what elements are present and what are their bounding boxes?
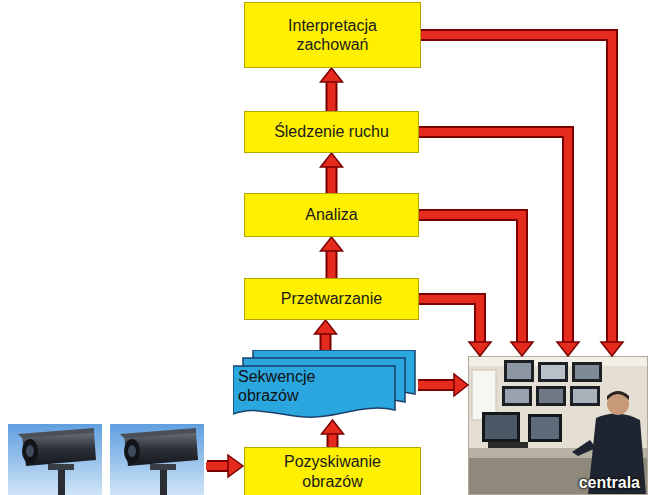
place-label: centrala (579, 473, 640, 492)
arrow-outline (326, 251, 338, 278)
arrow-shaft (419, 132, 568, 342)
flow-arrow (322, 420, 344, 447)
arrow-outline (327, 434, 339, 447)
process-box: Analiza (244, 193, 419, 237)
arrow-shaft (419, 215, 522, 342)
arrow-outline (419, 299, 480, 342)
arrow-head (557, 342, 579, 356)
arrow-head (315, 320, 337, 334)
node-label: Pozyskiwanie obrazów (265, 452, 400, 490)
flow-arrow (321, 237, 343, 278)
arrow-outline (326, 82, 338, 111)
control-room: centrala (468, 356, 648, 495)
process-box: Przetwarzanie (244, 278, 419, 320)
node-label: Interpretacja zachowań (265, 16, 400, 54)
node-label: Śledzenie ruchu (274, 122, 389, 141)
arrow-outline (419, 215, 522, 342)
arrow-head (321, 68, 343, 82)
node-label: Analiza (305, 205, 357, 224)
arrow-head (321, 153, 343, 167)
arrow-shaft (328, 82, 336, 111)
flow-arrow (315, 320, 337, 350)
arrow-outline (320, 334, 332, 350)
arrow-head (511, 342, 533, 356)
arrow-head (454, 374, 468, 396)
arrow-head (321, 237, 343, 251)
flow-arrow (419, 132, 579, 356)
arrow-shaft (418, 381, 454, 389)
document-sheet (233, 366, 395, 417)
arrow-shaft (322, 334, 330, 350)
arrow-head (601, 342, 623, 356)
process-box: Pozyskiwanie obrazów (244, 447, 421, 495)
arrow-outline (418, 379, 454, 391)
node-label: Sekwencje obrazów (238, 367, 338, 405)
arrow-shaft (419, 299, 480, 342)
arrow-head (469, 342, 491, 356)
arrow-outline (326, 167, 338, 193)
camera-photo (8, 424, 102, 495)
document-stack: Sekwencje obrazów (233, 350, 418, 420)
arrow-head (322, 420, 344, 434)
node-label: Przetwarzanie (281, 289, 382, 308)
arrow-shaft (328, 251, 336, 278)
arrow-shaft (328, 167, 336, 193)
arrow-outline (419, 132, 568, 342)
camera-photo (110, 424, 204, 495)
flow-arrow (419, 215, 533, 356)
flow-arrow (321, 68, 343, 111)
flow-arrow (421, 35, 623, 356)
arrow-outline (421, 35, 612, 342)
flow-arrow (419, 299, 491, 356)
process-box: Śledzenie ruchu (244, 111, 419, 153)
control-room-photo (468, 356, 648, 495)
arrow-shaft (329, 434, 337, 447)
flow-arrow (418, 374, 468, 396)
flow-arrow (321, 153, 343, 193)
arrow-shaft (421, 35, 612, 342)
process-box: Interpretacja zachowań (244, 2, 421, 68)
camera-arrow (206, 455, 243, 477)
